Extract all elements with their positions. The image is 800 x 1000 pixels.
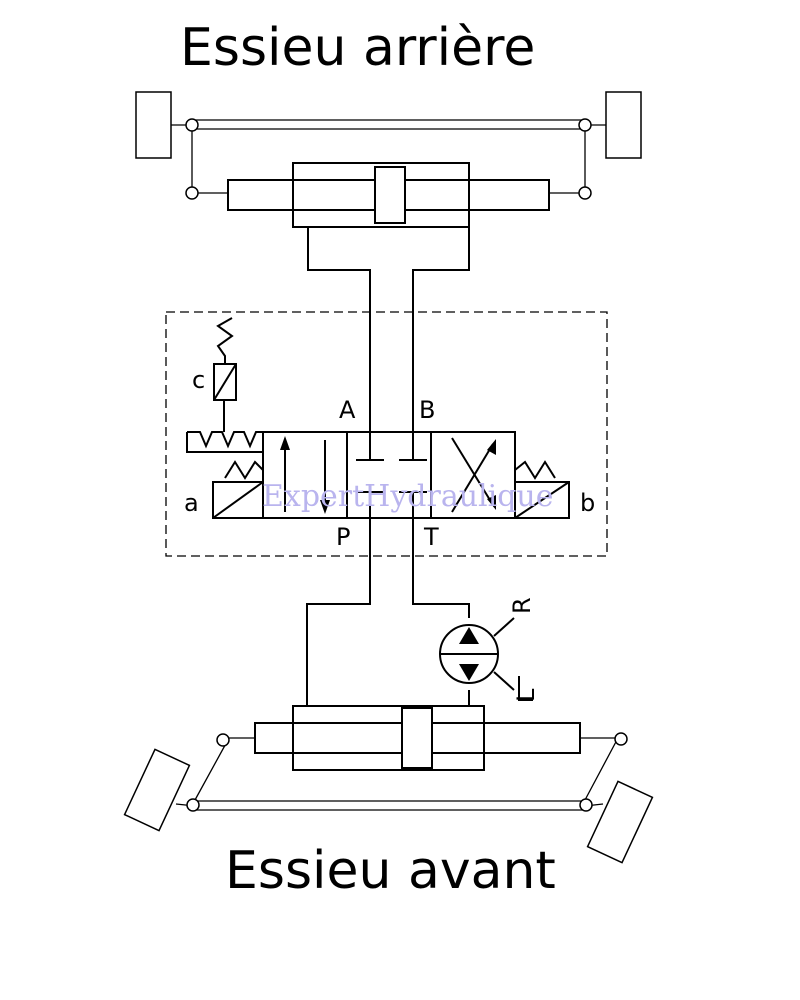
rear-left-wheel xyxy=(135,91,172,159)
solenoid-a xyxy=(212,460,264,519)
watermark: ExpertHydraulique xyxy=(262,479,554,514)
port-b-label: B xyxy=(419,396,435,424)
valve-enclosure xyxy=(165,311,608,557)
hydraulic-lines-front xyxy=(306,518,470,706)
front-left-wheel xyxy=(123,748,191,832)
front-axle-title: Essieu avant xyxy=(225,841,556,901)
front-steering-cylinder xyxy=(254,705,581,771)
steering-unit xyxy=(439,617,533,701)
solenoid-b-label: b xyxy=(580,489,595,517)
solenoid-c-label: c xyxy=(192,366,205,394)
front-left-joint xyxy=(186,798,200,812)
port-t-label: T xyxy=(423,523,439,551)
port-a-label: A xyxy=(339,396,356,424)
front-right-rod-joint xyxy=(614,732,628,746)
rear-left-joint xyxy=(185,118,199,132)
rear-left-rod-joint xyxy=(185,186,199,200)
port-r-label: R xyxy=(508,597,536,614)
rear-tie-rod xyxy=(171,118,606,200)
front-left-rod-joint xyxy=(216,733,230,747)
detent-mechanism xyxy=(186,400,263,453)
solenoid-c xyxy=(213,317,237,401)
front-right-joint xyxy=(579,798,593,812)
rear-right-rod-joint xyxy=(578,186,592,200)
directional-valve xyxy=(262,431,516,519)
rear-axle xyxy=(135,91,642,228)
front-right-wheel xyxy=(586,780,654,864)
front-tie-rod xyxy=(175,732,628,812)
port-p-label: P xyxy=(336,523,350,551)
port-l-label: L xyxy=(512,688,540,702)
rear-right-joint xyxy=(578,118,592,132)
hydraulic-lines-rear xyxy=(307,227,470,432)
solenoid-a-label: a xyxy=(184,489,199,517)
rear-axle-title: Essieu arrière xyxy=(180,18,536,78)
rear-steering-cylinder xyxy=(227,162,550,228)
solenoid-b xyxy=(514,460,570,519)
front-axle xyxy=(123,705,654,864)
rear-right-wheel xyxy=(605,91,642,159)
